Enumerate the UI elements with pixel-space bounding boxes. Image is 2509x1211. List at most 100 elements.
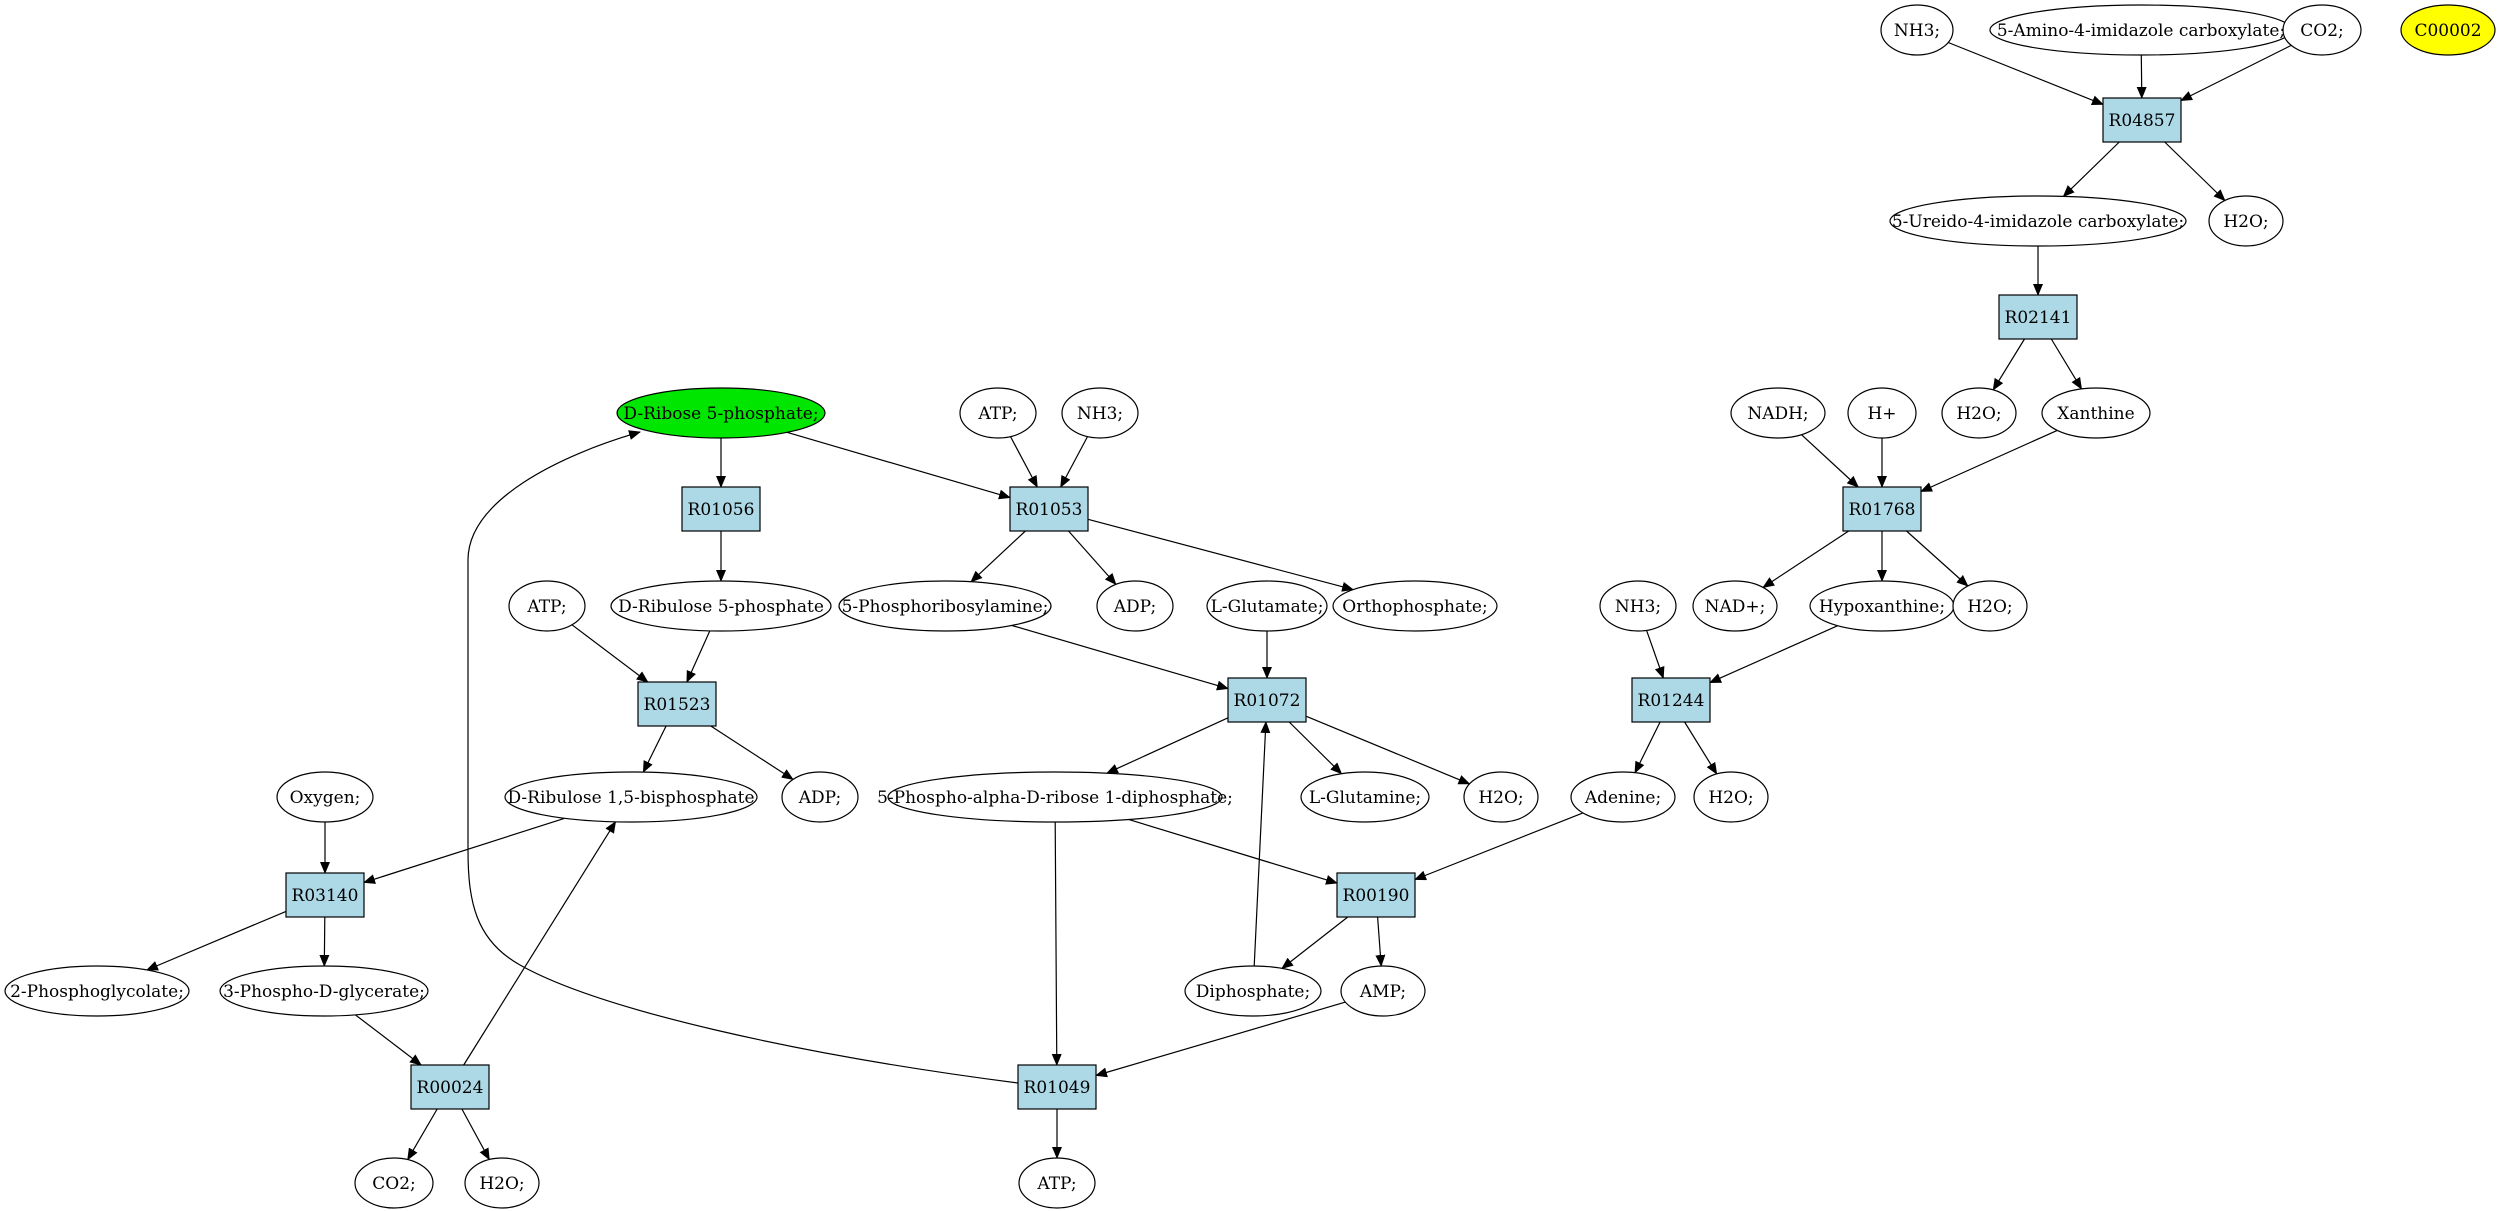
- compound-node-c_h2o_r01244[interactable]: H2O;: [1693, 771, 1769, 823]
- compound-label: L-Glutamine;: [1309, 788, 1421, 808]
- compound-ellipse: [1952, 580, 2028, 632]
- compound-label: H2O;: [1478, 788, 1523, 808]
- compound-label: Oxygen;: [290, 788, 361, 808]
- compound-node-c_c00002[interactable]: C00002: [2400, 4, 2496, 56]
- edge-c_prpp-to-r01049: [1051, 821, 1062, 1066]
- compound-ellipse: [276, 771, 374, 823]
- reaction-box: [681, 486, 761, 532]
- compound-ellipse: [1730, 387, 1826, 439]
- compound-label: NADH;: [1747, 404, 1808, 424]
- compound-node-c_3pg[interactable]: 3-Phospho-D-glycerate;: [219, 965, 429, 1017]
- compound-node-c_atp_r01053[interactable]: ATP;: [959, 387, 1037, 439]
- compound-node-c_amp[interactable]: AMP;: [1340, 965, 1426, 1017]
- compound-label: 3-Phospho-D-glycerate;: [223, 982, 425, 1002]
- compound-label: Xanthine: [2057, 404, 2134, 424]
- reaction-node-r03140[interactable]: R03140: [285, 872, 365, 918]
- compound-ellipse: [4, 965, 190, 1017]
- compound-node-c_xanthine[interactable]: Xanthine: [2041, 387, 2151, 439]
- edge-c_nh3_top-to-r04857: [1947, 41, 2104, 105]
- compound-node-c_lglutamine[interactable]: L-Glutamine;: [1300, 771, 1430, 823]
- compound-label: AMP;: [1359, 982, 1406, 1002]
- compound-node-c_h2o_r01768[interactable]: H2O;: [1952, 580, 2028, 632]
- edge-r01523-to-c_rubp: [642, 725, 667, 773]
- compound-node-c_nh3_r01053[interactable]: NH3;: [1061, 387, 1139, 439]
- reaction-box: [1017, 1064, 1097, 1110]
- reaction-label: R01072: [1234, 691, 1301, 711]
- compound-node-c_adenine[interactable]: Adenine;: [1570, 771, 1676, 823]
- edge-r00190-to-c_diphosphate: [1281, 916, 1349, 970]
- edge-r01053-to-c_prA: [970, 530, 1026, 583]
- compound-node-c_prA[interactable]: 5-Phosphoribosylamine;: [838, 580, 1052, 632]
- edge-r00024-to-c_co2_r00024: [407, 1108, 438, 1161]
- edge-r02141-to-c_h2o_r02141: [1992, 338, 2026, 391]
- compound-node-c_h2o_r01072[interactable]: H2O;: [1463, 771, 1539, 823]
- compound-node-c_atp_r01523[interactable]: ATP;: [508, 580, 586, 632]
- compound-node-c_prpp[interactable]: 5-Phospho-alpha-D-ribose 1-diphosphate;: [877, 771, 1233, 823]
- compound-node-c_co2_r00024[interactable]: CO2;: [354, 1157, 434, 1209]
- compound-node-c_nadh[interactable]: NADH;: [1730, 387, 1826, 439]
- edge-r02141-to-c_xanthine: [2050, 338, 2083, 390]
- compound-node-c_aica[interactable]: 5-Amino-4-imidazole carboxylate;: [1989, 4, 2293, 56]
- edge-c_prpp-to-r00190: [1128, 818, 1338, 885]
- compound-node-c_oxygen[interactable]: Oxygen;: [276, 771, 374, 823]
- compound-label: 5-Phosphoribosylamine;: [842, 597, 1049, 617]
- compound-label: CO2;: [372, 1174, 416, 1194]
- edge-c_nadh-to-r01768: [1801, 434, 1859, 488]
- compound-ellipse: [354, 1157, 434, 1209]
- compound-node-c_hypoxanthine[interactable]: Hypoxanthine;: [1809, 580, 1955, 632]
- reaction-node-r01072[interactable]: R01072: [1227, 677, 1307, 723]
- compound-node-c_ribose5p[interactable]: D-Ribose 5-phosphate;: [616, 387, 826, 439]
- edge-r01244-to-c_h2o_r01244: [1684, 721, 1718, 775]
- compound-node-c_atp_r01049[interactable]: ATP;: [1018, 1157, 1096, 1209]
- reaction-node-r01053[interactable]: R01053: [1009, 486, 1089, 532]
- reaction-node-r00024[interactable]: R00024: [410, 1064, 490, 1110]
- compound-ellipse: [1570, 771, 1676, 823]
- compound-node-c_ribulose5p[interactable]: D-Ribulose 5-phosphate: [610, 580, 832, 632]
- reaction-node-r01244[interactable]: R01244: [1631, 677, 1711, 723]
- compound-node-c_h2o_r04857[interactable]: H2O;: [2208, 195, 2284, 247]
- compound-node-c_rubp[interactable]: D-Ribulose 1,5-bisphosphate: [504, 771, 758, 823]
- compound-ellipse: [1184, 965, 1322, 1017]
- compound-node-c_hplus[interactable]: H+: [1847, 387, 1917, 439]
- compound-node-c_2pg[interactable]: 2-Phosphoglycolate;: [4, 965, 190, 1017]
- reaction-node-r00190[interactable]: R00190: [1336, 872, 1416, 918]
- compound-node-c_diphosphate[interactable]: Diphosphate;: [1184, 965, 1322, 1017]
- compound-node-c_ureido[interactable]: 5-Ureido-4-imidazole carboxylate;: [1889, 195, 2187, 247]
- reaction-label: R01053: [1016, 500, 1083, 520]
- reaction-node-r01768[interactable]: R01768: [1842, 486, 1922, 532]
- compound-node-c_co2_top[interactable]: CO2;: [2282, 4, 2362, 56]
- compound-node-c_lglutamate[interactable]: L-Glutamate;: [1206, 580, 1328, 632]
- compound-node-c_nh3_r01244[interactable]: NH3;: [1599, 580, 1677, 632]
- compound-node-c_adp_r01523[interactable]: ADP;: [781, 771, 859, 823]
- compound-node-c_orthophosphate[interactable]: Orthophosphate;: [1332, 580, 1498, 632]
- reaction-box: [1227, 677, 1307, 723]
- compound-label: C00002: [2414, 21, 2481, 41]
- compound-node-c_nadplus[interactable]: NAD+;: [1692, 580, 1778, 632]
- reaction-node-r01056[interactable]: R01056: [681, 486, 761, 532]
- edge-c_adenine-to-r00190: [1414, 812, 1584, 881]
- compound-ellipse: [1693, 771, 1769, 823]
- edge-r01053-to-c_adp_r01053: [1068, 530, 1117, 586]
- compound-node-c_h2o_r02141[interactable]: H2O;: [1941, 387, 2017, 439]
- compound-node-c_h2o_r00024[interactable]: H2O;: [464, 1157, 540, 1209]
- compound-ellipse: [219, 965, 429, 1017]
- reaction-node-r01523[interactable]: R01523: [637, 681, 717, 727]
- compound-label: NH3;: [1615, 597, 1661, 617]
- reaction-label: R01244: [1638, 691, 1705, 711]
- compound-node-c_adp_r01053[interactable]: ADP;: [1096, 580, 1174, 632]
- compound-ellipse: [838, 580, 1052, 632]
- compound-label: H2O;: [1708, 788, 1753, 808]
- compound-node-c_nh3_top[interactable]: NH3;: [1880, 4, 1954, 56]
- compound-label: Diphosphate;: [1196, 982, 1310, 1002]
- compound-ellipse: [504, 771, 758, 823]
- reaction-node-r04857[interactable]: R04857: [2102, 97, 2182, 143]
- reaction-label: R03140: [292, 886, 359, 906]
- nodes-layer: NH3;5-Amino-4-imidazole carboxylate;CO2;…: [4, 4, 2496, 1209]
- edge-r04857-to-c_h2o_r04857: [2164, 141, 2226, 202]
- reaction-box: [410, 1064, 490, 1110]
- compound-ellipse: [1096, 580, 1174, 632]
- reaction-node-r02141[interactable]: R02141: [1998, 294, 2078, 340]
- compound-label: Orthophosphate;: [1342, 597, 1487, 617]
- compound-label: Hypoxanthine;: [1819, 597, 1945, 617]
- reaction-node-r01049[interactable]: R01049: [1017, 1064, 1097, 1110]
